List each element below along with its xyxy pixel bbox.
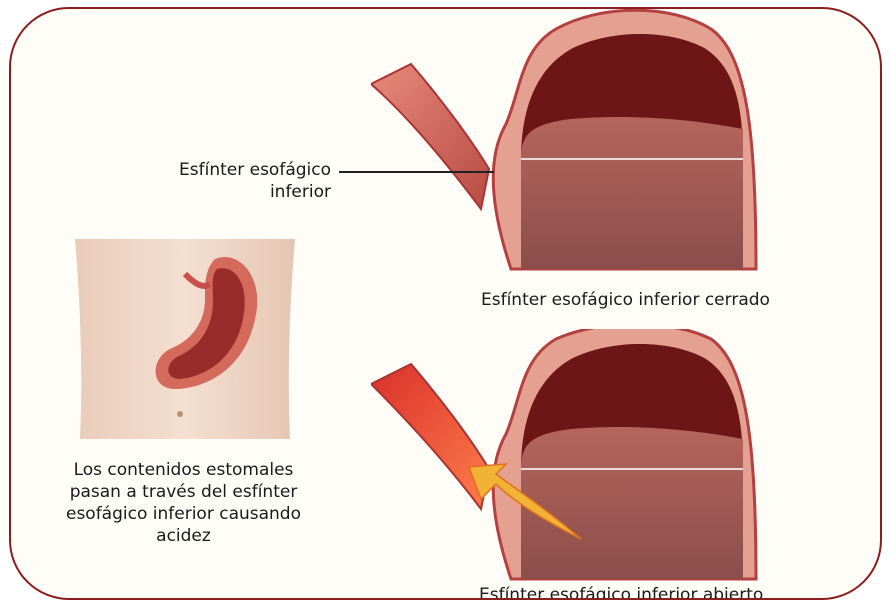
sphincter-pointer-line [339,171,494,173]
sphincter-pointer-label: Esfínter esofágico inferior [161,159,331,203]
open-caption: Esfínter esofágico inferior abierto [479,584,829,600]
torso-caption: Los contenidos estomales pasan a través … [51,459,316,547]
torso-illustration [65,239,305,439]
closed-sphincter-illustration [371,9,766,274]
open-sphincter-illustration [371,329,766,584]
closed-caption: Esfínter esofágico inferior cerrado [481,289,831,311]
diagram-frame: Los contenidos estomales pasan a través … [9,7,882,600]
